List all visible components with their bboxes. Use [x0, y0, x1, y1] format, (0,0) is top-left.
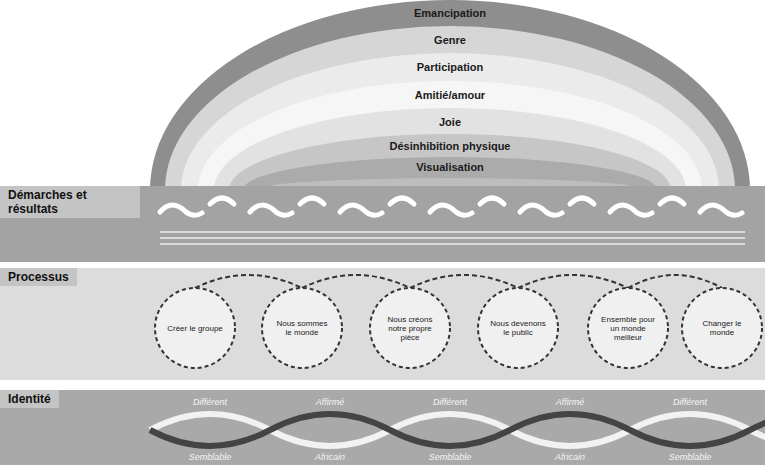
wave-label: Africain	[315, 452, 345, 463]
process-circle: Créer le groupe	[153, 286, 237, 370]
wave-strand	[150, 414, 765, 446]
line-decoration	[160, 232, 745, 244]
circle-text: Changer le monde	[693, 319, 751, 337]
circle-text: Nous sommes le monde	[273, 319, 331, 337]
circle-text: Créer le groupe	[166, 324, 224, 333]
band-heading: Processus	[0, 268, 77, 286]
wave-label: Différent	[433, 397, 467, 408]
arc-band	[165, 26, 735, 190]
arc-band	[243, 157, 657, 190]
circle-text: Nous créons notre propre pièce	[381, 315, 439, 342]
arc-label: Visualisation	[416, 161, 484, 174]
process-circle: Nous devenons le public	[476, 286, 560, 370]
arc-label: Joie	[439, 116, 461, 129]
wave-label: Africain	[555, 452, 585, 463]
arc-band	[214, 108, 686, 190]
circle-shape	[262, 288, 342, 368]
circle-shape	[588, 288, 668, 368]
circle-shape	[682, 288, 762, 368]
process-circle: Nous sommes le monde	[260, 286, 344, 370]
band-panel: Démarches et résultats	[0, 186, 765, 262]
arc-band	[198, 81, 702, 190]
wave-decoration	[160, 198, 742, 215]
band-heading: Identité	[0, 390, 59, 408]
circle-shape	[155, 288, 235, 368]
band-ground	[0, 186, 765, 262]
arc-label: Désinhibition physique	[389, 140, 510, 153]
wave-label: Affirmé	[316, 397, 345, 408]
wave-label: Affirmé	[556, 397, 585, 408]
circle-shape	[478, 288, 558, 368]
circle-text: Ensemble pour un monde meilleur	[599, 315, 657, 342]
wave-label: Différent	[193, 397, 227, 408]
arc-label: Emancipation	[414, 7, 486, 20]
process-circle: Nous créons notre propre pièce	[368, 286, 452, 370]
wave-label: Différent	[673, 397, 707, 408]
band-heading: Démarches et résultats	[0, 186, 140, 218]
arc-band	[229, 134, 671, 190]
process-circle: Ensemble pour un monde meilleur	[586, 286, 670, 370]
wave-label: Semblable	[189, 452, 232, 463]
circle-text: Nous devenons le public	[489, 319, 547, 337]
dashed-loop	[195, 275, 722, 288]
arc-label: Amitié/amour	[415, 89, 485, 102]
arc-band	[181, 53, 719, 190]
arc-band	[150, 0, 750, 190]
band-panel: Identité	[0, 390, 765, 465]
band-panel: ProcessusCréer le groupe Nous sommes le m…	[0, 268, 765, 380]
process-circle: Changer le monde	[680, 286, 764, 370]
wave-label: Semblable	[429, 452, 472, 463]
arc-label: Participation	[417, 61, 484, 74]
arc-label: Genre	[434, 34, 466, 47]
wave-label: Semblable	[669, 452, 712, 463]
circle-shape	[370, 288, 450, 368]
wave-strand	[150, 414, 765, 446]
band-ground	[0, 268, 765, 380]
